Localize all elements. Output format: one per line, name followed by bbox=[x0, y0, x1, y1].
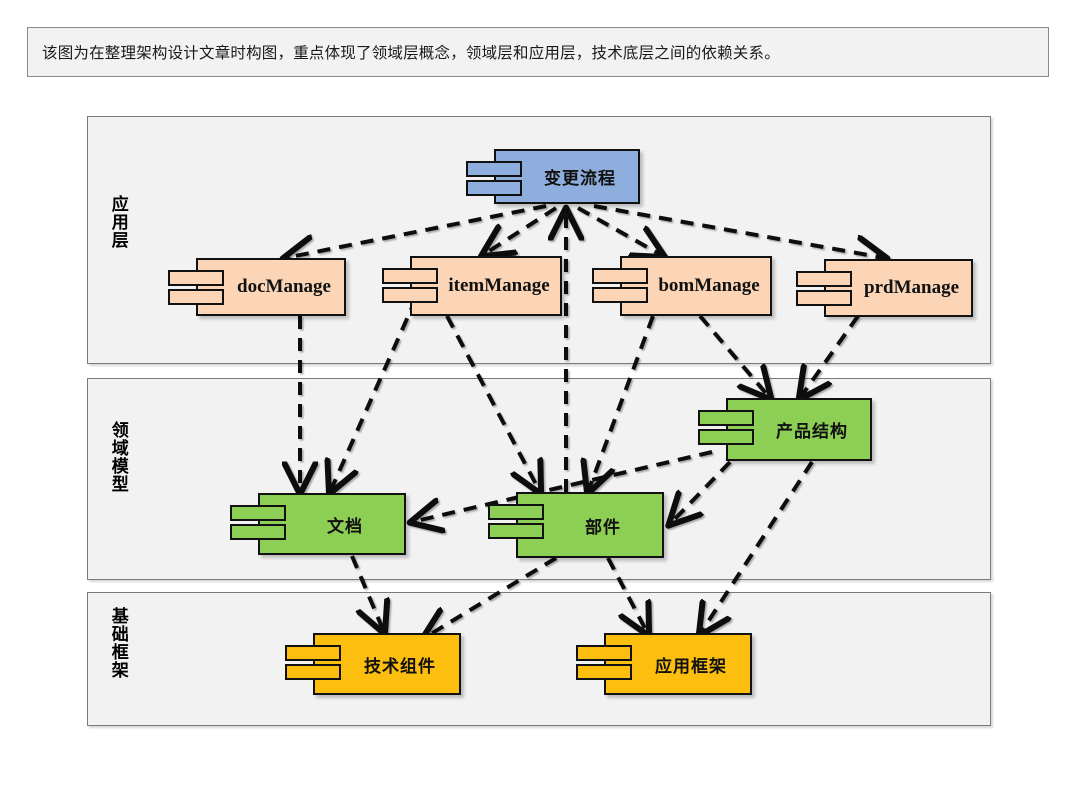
layer-panel-base-framework: 基础框架 bbox=[87, 592, 991, 726]
component-tab-icon bbox=[698, 429, 754, 445]
node-document[interactable]: 文档 bbox=[230, 493, 406, 555]
node-part-label: 部件 bbox=[585, 517, 621, 538]
layer-label-domain-model: 领域模型 bbox=[107, 421, 128, 493]
caption-text: 该图为在整理架构设计文章时构图，重点体现了领域层概念，领域层和应用层，技术底层之… bbox=[42, 44, 780, 62]
component-tab-icon bbox=[230, 505, 286, 521]
node-prd-manage[interactable]: prdManage bbox=[796, 259, 973, 317]
node-bom-manage-body: bomManage bbox=[620, 256, 772, 316]
node-product-structure-body: 产品结构 bbox=[726, 398, 872, 461]
component-tab-icon bbox=[796, 290, 852, 306]
component-tab-icon bbox=[466, 161, 522, 177]
node-prd-manage-body: prdManage bbox=[824, 259, 973, 317]
component-tab-icon bbox=[230, 524, 286, 540]
component-tab-icon bbox=[382, 268, 438, 284]
layer-label-application: 应用层 bbox=[107, 195, 128, 249]
node-tech-component[interactable]: 技术组件 bbox=[285, 633, 461, 695]
node-app-framework[interactable]: 应用框架 bbox=[576, 633, 752, 695]
node-document-label: 文档 bbox=[327, 516, 363, 537]
caption-box: 该图为在整理架构设计文章时构图，重点体现了领域层概念，领域层和应用层，技术底层之… bbox=[27, 27, 1049, 77]
component-tab-icon bbox=[592, 287, 648, 303]
component-tab-icon bbox=[592, 268, 648, 284]
component-tab-icon bbox=[466, 180, 522, 196]
component-tab-icon bbox=[576, 664, 632, 680]
node-change-process[interactable]: 变更流程 bbox=[466, 149, 640, 204]
node-app-framework-label: 应用框架 bbox=[655, 656, 727, 677]
node-item-manage-label: itemManage bbox=[448, 275, 550, 296]
node-change-process-label: 变更流程 bbox=[544, 169, 616, 189]
component-tab-icon bbox=[488, 523, 544, 539]
component-tab-icon bbox=[168, 270, 224, 286]
component-tab-icon bbox=[285, 645, 341, 661]
component-tab-icon bbox=[168, 289, 224, 305]
component-tab-icon bbox=[698, 410, 754, 426]
node-bom-manage[interactable]: bomManage bbox=[592, 256, 772, 316]
node-product-structure[interactable]: 产品结构 bbox=[698, 398, 872, 461]
layer-label-base-framework: 基础框架 bbox=[107, 607, 128, 679]
node-item-manage-body: itemManage bbox=[410, 256, 562, 316]
node-tech-component-label: 技术组件 bbox=[364, 656, 436, 677]
node-doc-manage[interactable]: docManage bbox=[168, 258, 346, 316]
node-doc-manage-label: docManage bbox=[237, 276, 331, 297]
node-item-manage[interactable]: itemManage bbox=[382, 256, 562, 316]
component-tab-icon bbox=[576, 645, 632, 661]
node-product-structure-label: 产品结构 bbox=[776, 422, 848, 442]
component-tab-icon bbox=[488, 504, 544, 520]
component-tab-icon bbox=[796, 271, 852, 287]
component-tab-icon bbox=[285, 664, 341, 680]
node-prd-manage-label: prdManage bbox=[864, 277, 959, 298]
node-doc-manage-body: docManage bbox=[196, 258, 346, 316]
node-part[interactable]: 部件 bbox=[488, 492, 664, 558]
node-bom-manage-label: bomManage bbox=[658, 275, 760, 296]
component-tab-icon bbox=[382, 287, 438, 303]
